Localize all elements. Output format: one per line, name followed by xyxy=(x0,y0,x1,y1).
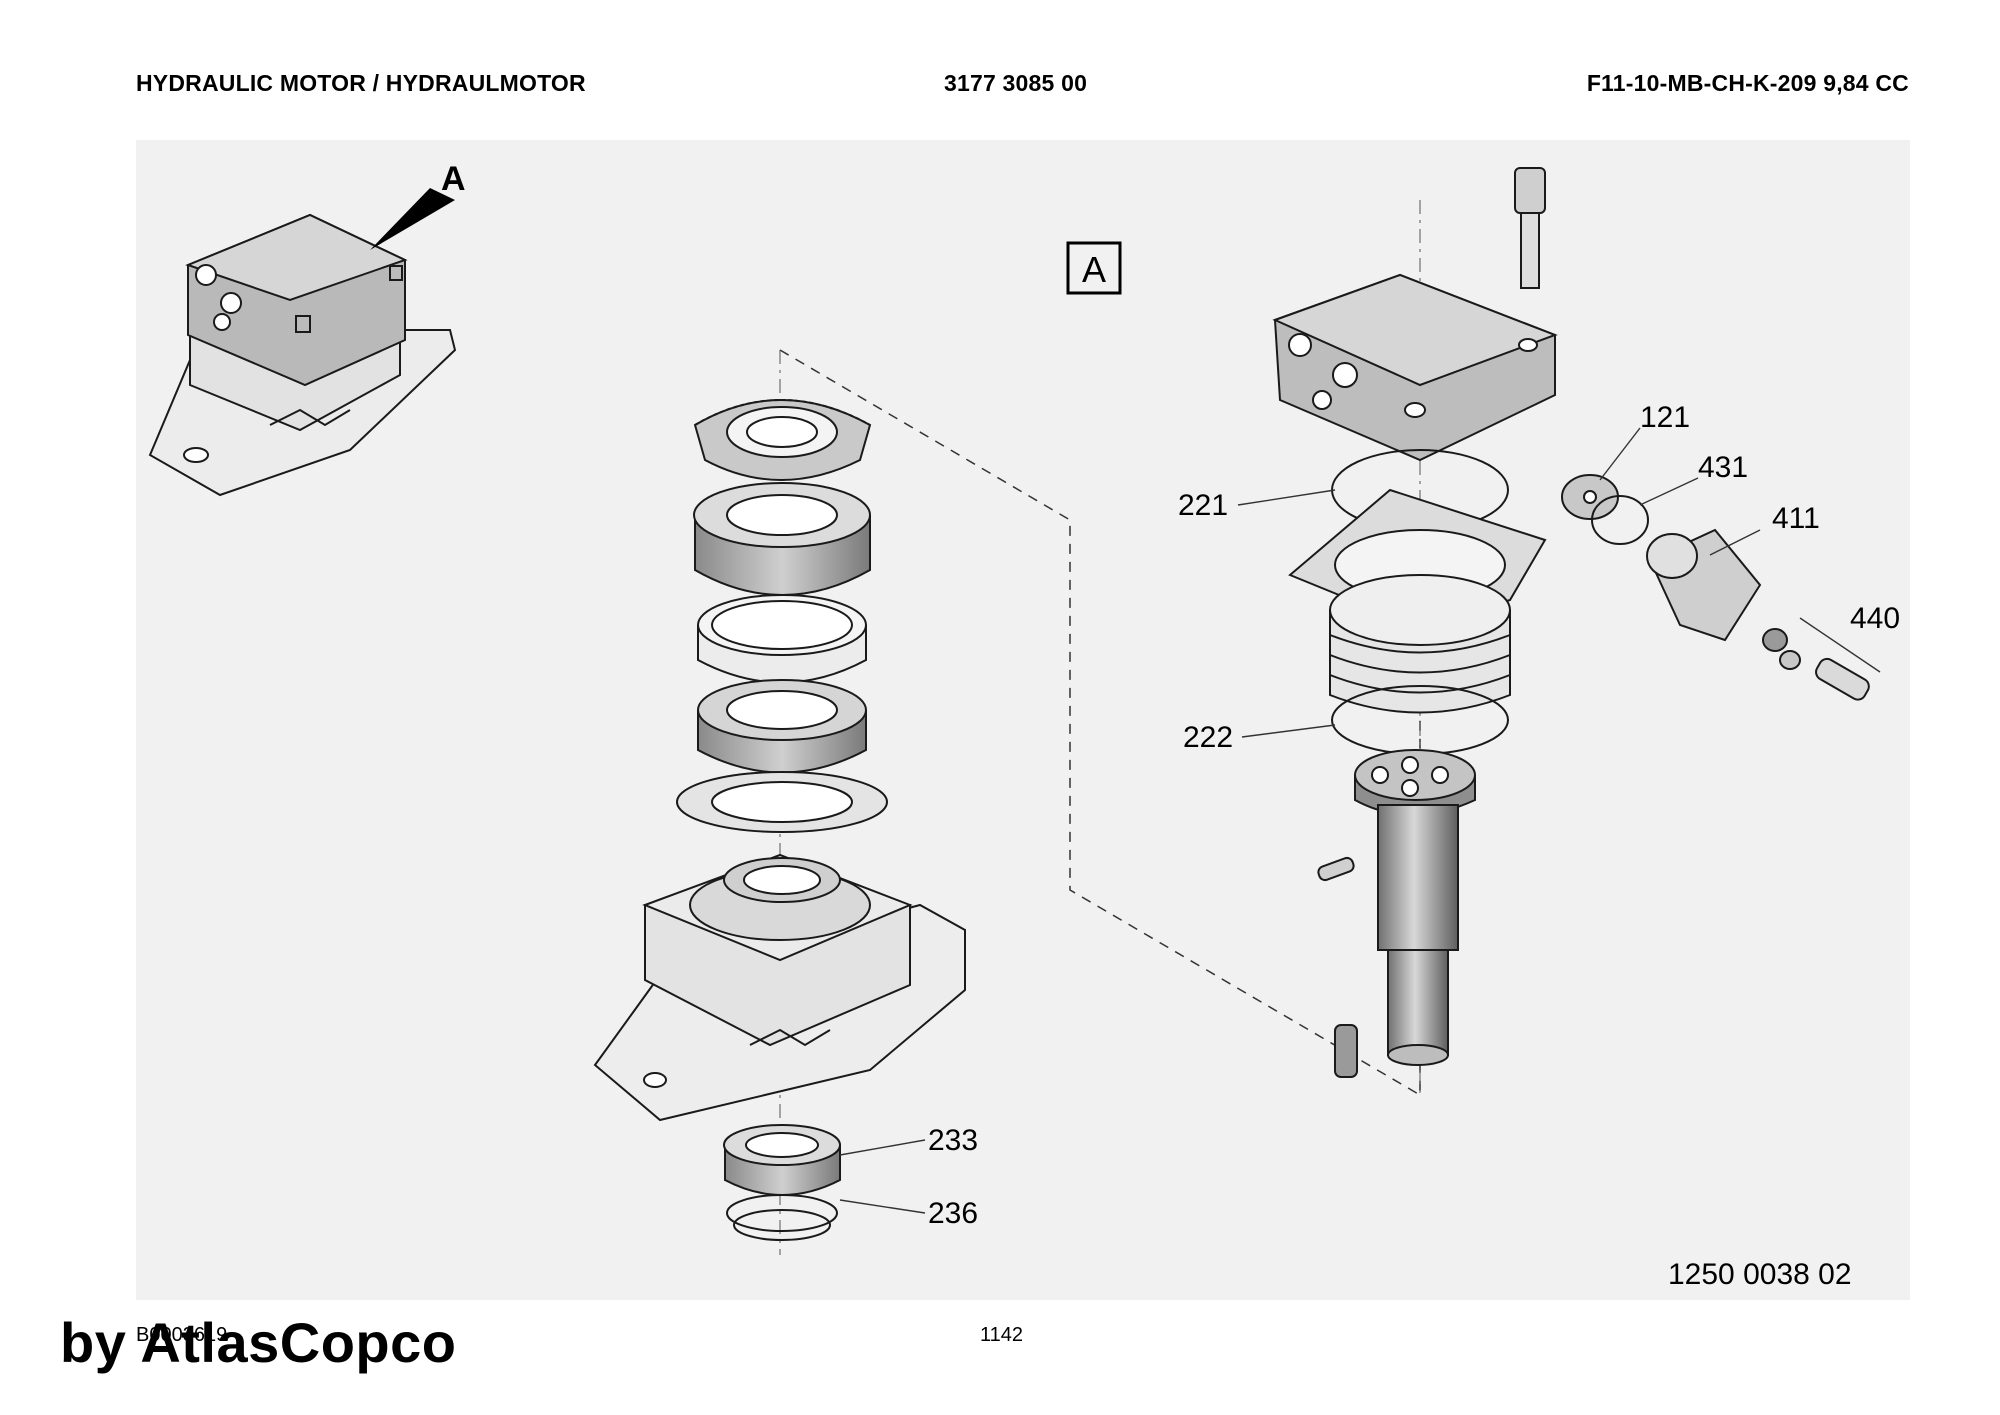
detail-box-label: A xyxy=(1082,249,1106,290)
callout-121: 121 xyxy=(1640,401,1690,434)
piston-sleeve xyxy=(1329,574,1511,714)
spacer-ring xyxy=(697,594,867,684)
drawing-number: 1250 0038 02 xyxy=(1668,1258,1852,1291)
callout-222: 222 xyxy=(1183,721,1233,754)
upper-bearing xyxy=(693,482,871,596)
motor-cover xyxy=(1272,273,1558,462)
footer-code: B0003619 xyxy=(136,1324,228,1346)
callout-221: 221 xyxy=(1178,489,1228,522)
housing-flange xyxy=(593,853,966,1122)
bottom-bearing xyxy=(723,1124,841,1196)
pin xyxy=(1317,856,1355,882)
callout-236: 236 xyxy=(928,1197,978,1230)
overview-assembly xyxy=(148,213,457,497)
leader-lines xyxy=(839,427,1881,1214)
callout-233: 233 xyxy=(928,1124,978,1157)
callout-431: 431 xyxy=(1698,451,1748,484)
part-number: 3177 3085 00 xyxy=(944,70,1088,96)
callout-411: 411 xyxy=(1772,502,1820,535)
view-arrow: A xyxy=(370,160,466,250)
document-title: HYDRAULIC MOTOR / HYDRAULMOTOR xyxy=(136,70,586,96)
watermark: by AtlasCopco xyxy=(60,1311,457,1374)
snap-ring-431 xyxy=(1591,495,1649,545)
retaining-ring xyxy=(726,1194,838,1241)
shaft xyxy=(1354,749,1476,1066)
model-designation: F11-10-MB-CH-K-209 9,84 CC xyxy=(1586,70,1909,96)
view-marker-label: A xyxy=(441,160,466,198)
page-number: 1142 xyxy=(980,1324,1024,1346)
shaft-key xyxy=(1334,1024,1358,1078)
valve-411 xyxy=(1646,528,1762,642)
lower-bearing xyxy=(697,679,867,774)
valve-parts-440 xyxy=(1762,628,1870,701)
callout-440: 440 xyxy=(1850,602,1900,635)
tab-washer xyxy=(676,771,888,833)
assembly-path xyxy=(779,349,1421,1097)
valve-plug-121 xyxy=(1561,474,1619,520)
detail-box xyxy=(1066,241,1122,295)
cap-screw xyxy=(1514,167,1546,289)
bevel-gear xyxy=(693,399,872,481)
